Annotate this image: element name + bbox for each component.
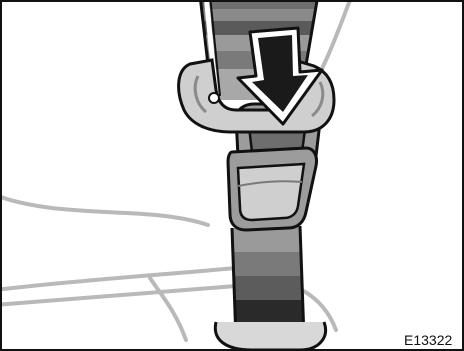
seat-seam-line [150,278,186,340]
seat-cushion-line [0,195,208,225]
retaining-pin [209,93,219,103]
seat-edge-line-lower [0,286,236,305]
seat-edge-line-upper [0,268,236,290]
floor-anchor [215,322,325,350]
figure-id-label: E13322 [404,331,464,349]
buckle-body [228,148,317,230]
